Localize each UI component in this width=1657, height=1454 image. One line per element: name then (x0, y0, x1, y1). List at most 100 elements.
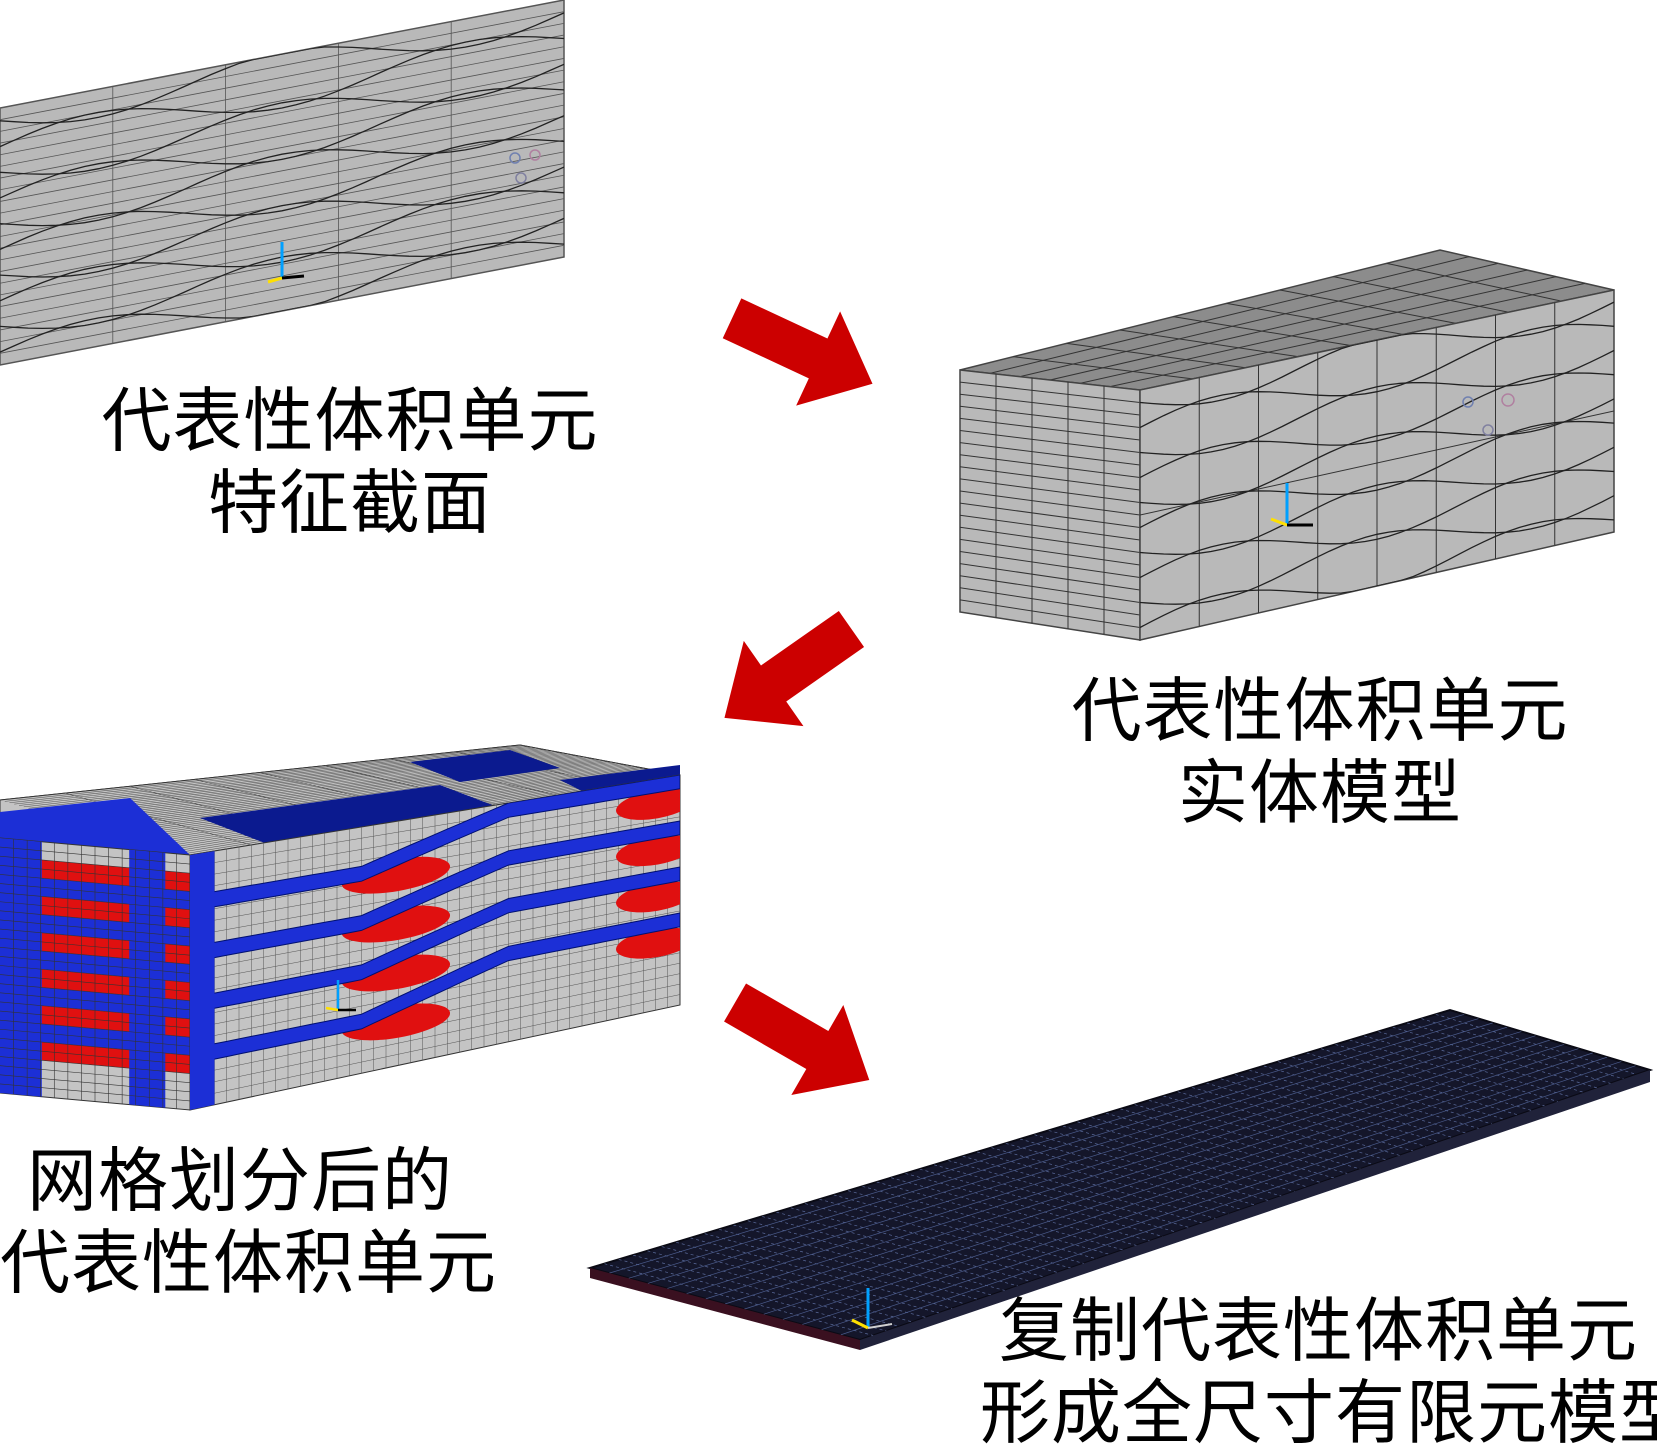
mesh-line (0, 93, 564, 202)
yarn-curve (0, 241, 564, 353)
mesh-line (667, 1026, 1508, 1289)
coordinate-axis-icon (267, 242, 305, 284)
caption-line: 形成全尺寸有限元模型 (980, 1372, 1657, 1454)
mesh-line (0, 892, 190, 910)
mesh-line (1173, 316, 1351, 347)
mesh-line (1277, 1061, 1493, 1125)
arrow-icon (722, 298, 873, 406)
yarn-curve (0, 138, 564, 250)
mesh-line (190, 983, 680, 1088)
yarn-curve (1140, 420, 1614, 529)
mesh-line (705, 1035, 1536, 1300)
mesh-line (0, 910, 190, 929)
caption-full-model: 复制代表性体积单元 形成全尺寸有限元模型 (980, 1290, 1657, 1454)
mesh-line (0, 983, 190, 1002)
mesh-line (0, 865, 190, 883)
mesh-line (0, 1065, 190, 1083)
mesh-line (190, 994, 680, 1099)
mesh-line (0, 11, 564, 121)
arrow-icon (724, 610, 865, 727)
mesh-line (0, 901, 190, 920)
cross-section-panel (0, 0, 565, 366)
yarn-curve (0, 35, 564, 148)
mesh-line (0, 937, 190, 956)
yarn-blue-band (190, 866, 680, 1014)
mesh-line (1421, 1018, 1624, 1080)
caption-cross-section: 代表性体积单元 特征截面 (90, 380, 610, 544)
mesh-line (960, 490, 1140, 516)
mesh-line (0, 1056, 190, 1074)
mesh-line (0, 874, 190, 892)
mesh-line (840, 1065, 1636, 1336)
solid-front-face (959, 369, 1141, 641)
mesh-line (0, 128, 564, 237)
mesh-line (989, 256, 1470, 374)
caption-line: 实体模型 (1178, 752, 1462, 834)
coordinate-axis-icon (325, 980, 356, 1012)
caption-solid-model: 代表性体积单元 实体模型 (1060, 670, 1580, 834)
solid-model-panel (959, 249, 1615, 641)
mesh-line (0, 1001, 190, 1020)
plate-side-edge (860, 1070, 1650, 1350)
mesh-line (0, 1019, 190, 1038)
flow-arrows (722, 298, 873, 1096)
mesh-line (0, 186, 564, 296)
mesh-line (1109, 282, 1586, 388)
mesh-line (790, 1207, 1045, 1278)
yarn-red-lens (616, 788, 680, 820)
caption-line: 代表性体积单元 (101, 380, 599, 462)
mesh-line (763, 1048, 1579, 1315)
mesh-line (0, 1028, 190, 1047)
mesh-line (1406, 1022, 1611, 1084)
mesh-line (1013, 356, 1193, 380)
yarn-curve (1140, 349, 1614, 456)
mesh-line (960, 587, 1140, 616)
side-face-grid (1140, 301, 1614, 629)
yarn-blue-band (190, 912, 680, 1065)
mesh-line (960, 430, 1140, 453)
mesh-line (0, 928, 190, 947)
mesh-line (960, 526, 1140, 553)
caption-meshed-model: 网格划分后的 代表性体积单元 (0, 1140, 496, 1304)
mesh-line (744, 1043, 1565, 1310)
mesh-line (1019, 262, 1499, 378)
mesh-line (960, 551, 1140, 578)
front-face-grid (960, 374, 1140, 635)
mesh-line (1140, 410, 1614, 516)
mesh-line (960, 599, 1140, 628)
mesh-front-layers (0, 838, 190, 1109)
mesh-line (1091, 1117, 1321, 1183)
mesh-line (0, 956, 190, 974)
mesh-line (0, 116, 564, 226)
yarn-curve (0, 12, 564, 124)
coordinate-axis-icon (509, 149, 541, 184)
yarn-curve (1140, 517, 1614, 629)
mesh-line (960, 417, 1140, 441)
caption-line: 复制代表性体积单元 (999, 1290, 1638, 1372)
caption-line: 特征截面 (208, 462, 492, 544)
mesh-line (0, 139, 564, 249)
caption-line: 网格划分后的 (27, 1140, 453, 1222)
mesh-line (190, 837, 680, 925)
mesh-line (1279, 289, 1457, 324)
mesh-line (821, 1061, 1622, 1331)
mesh-line (0, 855, 190, 874)
yarn-curve (1140, 323, 1614, 429)
yarn-top-block (200, 785, 500, 845)
mesh-line (1226, 302, 1404, 335)
mesh-line (1333, 276, 1509, 313)
mesh-line (0, 1038, 190, 1056)
yarn-curve (0, 63, 564, 175)
mesh-line (609, 1013, 1465, 1274)
mesh-line (0, 69, 564, 179)
mesh-line (0, 81, 564, 191)
plate-front-edge (590, 1268, 860, 1350)
yarn-top-left (0, 798, 190, 855)
mesh-line (960, 575, 1140, 603)
mesh-line (0, 883, 190, 901)
mesh-line (960, 478, 1140, 503)
yarn-curve (1140, 469, 1614, 579)
mesh-line (632, 1254, 900, 1327)
mesh-line (960, 563, 1140, 591)
